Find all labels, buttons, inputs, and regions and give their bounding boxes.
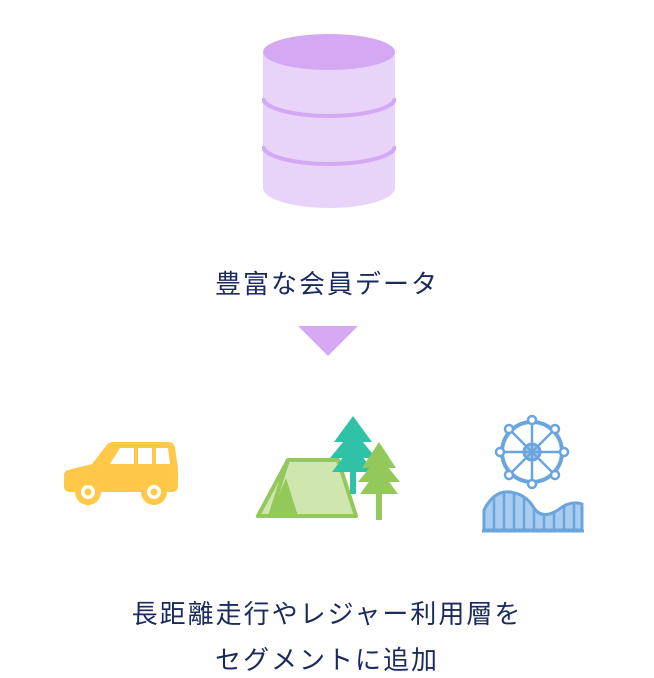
car-icon xyxy=(64,442,178,505)
result-label-line-1: 長距離走行やレジャー利用層を xyxy=(131,600,523,630)
amusement-park-icon xyxy=(482,414,584,533)
camping-icon xyxy=(256,416,400,520)
result-label-line-2: セグメントに追加 xyxy=(214,646,439,676)
down-arrow-icon xyxy=(298,326,358,356)
database-icon xyxy=(262,34,396,208)
source-label: 豊富な会員データ xyxy=(214,270,439,300)
